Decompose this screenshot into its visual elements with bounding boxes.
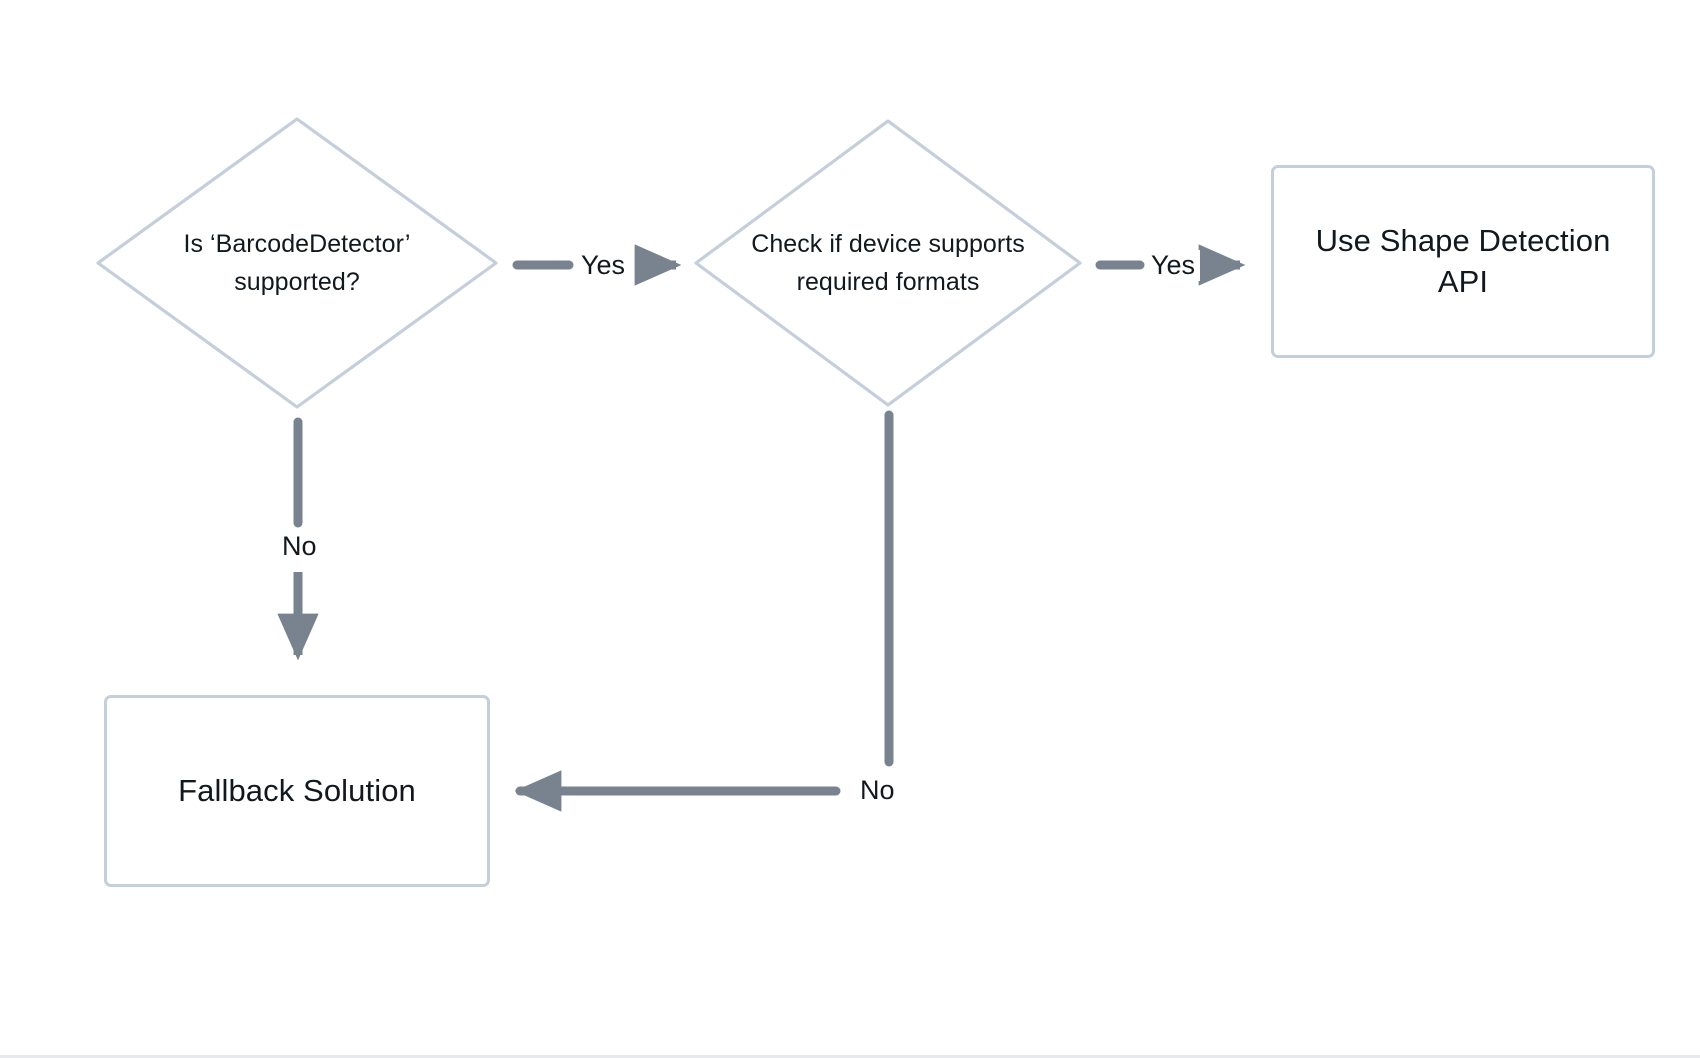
edge-label-formats-yes: Yes bbox=[1146, 250, 1201, 281]
node-label-fallback-solution: Fallback Solution bbox=[154, 771, 440, 812]
node-label-line-1: Use Shape Detection bbox=[1315, 222, 1611, 258]
node-label-line-1: Fallback Solution bbox=[178, 772, 416, 808]
diamond-shape-barcode-detector-check bbox=[96, 117, 498, 409]
edge-label-barcode-yes: Yes bbox=[576, 250, 631, 281]
node-fallback-solution[interactable]: Fallback Solution bbox=[104, 695, 490, 887]
bottom-divider bbox=[0, 1055, 1700, 1058]
edge-label-formats-no: No bbox=[855, 775, 900, 806]
edge-label-barcode-no: No bbox=[277, 531, 322, 562]
node-label-line-2: supported? bbox=[234, 268, 360, 296]
node-device-formats-check[interactable]: Check if device supports required format… bbox=[694, 119, 1082, 407]
node-label-line-2: API bbox=[1437, 263, 1489, 299]
diamond-shape-device-formats-check bbox=[694, 119, 1082, 407]
node-barcode-detector-check[interactable]: Is ‘BarcodeDetector’ supported? bbox=[96, 117, 498, 409]
node-use-shape-detection-api[interactable]: Use Shape Detection API bbox=[1271, 165, 1655, 358]
node-label-device-formats-check: Check if device supports required format… bbox=[733, 225, 1043, 301]
node-label-line-1: Check if device supports bbox=[751, 230, 1025, 258]
node-label-use-shape-detection-api: Use Shape Detection API bbox=[1292, 221, 1635, 303]
node-label-line-2: required formats bbox=[796, 268, 980, 296]
node-label-line-1: Is ‘BarcodeDetector’ bbox=[183, 230, 411, 258]
node-label-barcode-detector-check: Is ‘BarcodeDetector’ supported? bbox=[165, 225, 428, 301]
